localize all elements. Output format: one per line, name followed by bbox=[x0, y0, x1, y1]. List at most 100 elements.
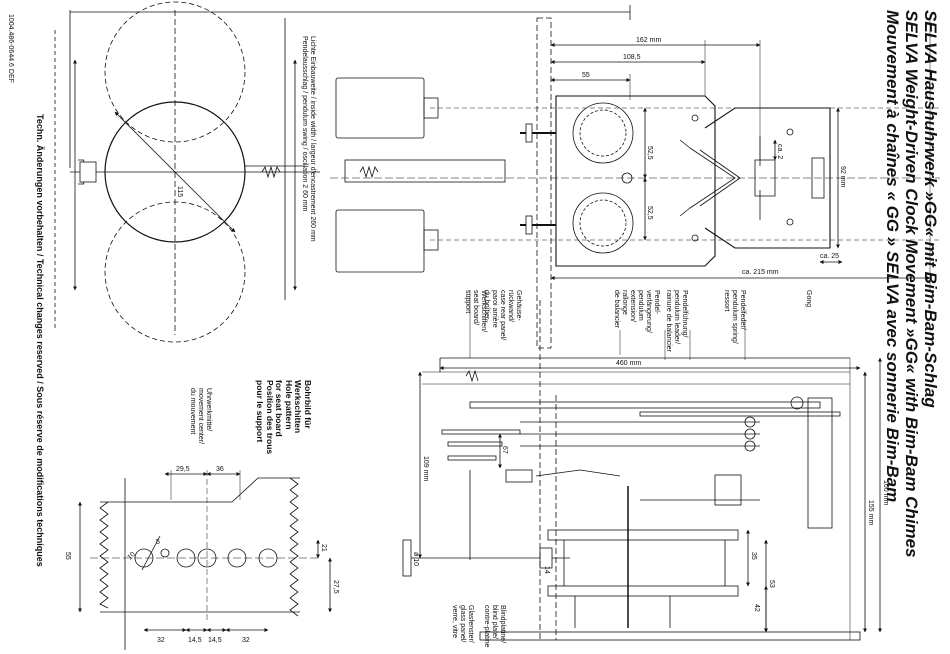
label-line: du mouvement bbox=[189, 388, 196, 435]
label-line: Position des trous bbox=[265, 380, 275, 455]
label-line: for seat board bbox=[274, 380, 285, 437]
dim-32-b: 32 bbox=[242, 637, 250, 644]
dim-460: 460 mm bbox=[616, 360, 641, 367]
label-case-rear: Gehäuse- rückwand/ case rear panel/ paro… bbox=[482, 290, 522, 340]
label-line: rainure de balancier bbox=[665, 290, 672, 352]
label-pendulum-spring: Pendelfeder/ pendulum spring/ ressort bbox=[722, 290, 746, 344]
label-line: de balancier bbox=[613, 290, 620, 329]
dim-35: 35 bbox=[750, 552, 757, 560]
label-movement-center: Uhrwerkmitte/ movement center/ du mouvem… bbox=[188, 388, 212, 444]
label-line: blind plate/ bbox=[491, 605, 498, 639]
dim-53: 53 bbox=[768, 580, 775, 588]
label-blind-plate: Blindplatine/ blind plate/ contre-platin… bbox=[482, 605, 506, 647]
label-line: Blindplatine/ bbox=[499, 605, 506, 644]
hole bbox=[227, 548, 247, 568]
dim-14-5-b: 14,5 bbox=[208, 637, 222, 644]
label-line: Uhrwerkmitte/ bbox=[205, 388, 212, 432]
footer-note: Techn. Änderungen vorbehalten / Technica… bbox=[35, 114, 45, 567]
dim-109: 109 mm bbox=[422, 456, 429, 481]
label-line: paroi arrière bbox=[491, 290, 498, 328]
dim-25: ca. 25 bbox=[820, 253, 839, 260]
dim-155: 155 mm bbox=[867, 500, 874, 525]
dim-162: 162 mm bbox=[636, 37, 661, 44]
doc-code: 1004.486-0644.6 DEF bbox=[7, 14, 14, 83]
hole bbox=[160, 548, 170, 558]
label-line: ressort bbox=[723, 290, 730, 312]
label-line: pendulum leader/ bbox=[673, 290, 680, 345]
dim-10: ø 10 bbox=[412, 552, 419, 566]
label-line: verlängerung/ bbox=[645, 290, 652, 333]
pendulum-note-2: Pendelausschlag / pendulum swing / oscil… bbox=[301, 36, 308, 212]
label-line: contre-platine bbox=[483, 605, 490, 648]
dim-36: 36 bbox=[216, 466, 224, 473]
hole bbox=[176, 548, 196, 568]
dim-215: ca. 215 mm bbox=[742, 269, 779, 276]
label-line: glass panel/ bbox=[459, 605, 466, 643]
gong bbox=[807, 397, 833, 529]
glass-panel bbox=[479, 631, 861, 641]
movement-side-view bbox=[402, 300, 882, 641]
label-line: seat board/ bbox=[472, 290, 479, 326]
label-line: Pendelführung/ bbox=[681, 290, 688, 338]
dim-108-5: 108,5 bbox=[623, 54, 641, 61]
label-line: Hole pattern bbox=[284, 380, 294, 430]
label-gong: Gong bbox=[804, 290, 812, 307]
label-line: Pendel- bbox=[653, 290, 660, 315]
label-pendulum-extension: Pendel- verlängerung/ pendulum extension… bbox=[612, 290, 660, 333]
dim-32-a: 32 bbox=[157, 637, 165, 644]
label-line: case rear panel/ bbox=[499, 290, 506, 341]
dim-27-5: 27,5 bbox=[332, 580, 339, 594]
movement-plate bbox=[555, 95, 716, 267]
hole bbox=[197, 548, 217, 568]
weight-bottom bbox=[335, 209, 425, 273]
dim-2: ca. 2 bbox=[776, 144, 783, 159]
label-line: support bbox=[464, 290, 471, 314]
dim-14-5-a: 14,5 bbox=[188, 637, 202, 644]
dim-55-h: 55 bbox=[64, 552, 71, 560]
title-line-1: SELVA Haushuhrwerk »GG« mit Bim-Bam-Schl… bbox=[921, 10, 940, 408]
dim-52-5-b: 52,5 bbox=[646, 206, 653, 220]
label-line: Pendelfeder/ bbox=[739, 290, 746, 330]
pendulum-note: Lichte Einbauweite / inside width / larg… bbox=[300, 36, 316, 242]
title-line-2: SELVA Weight-Driven Clock Movement »GG« … bbox=[902, 10, 921, 558]
label-line: Werkschitten bbox=[293, 380, 304, 434]
pendulum-view bbox=[54, 1, 320, 343]
pendulum-swing-arc-top bbox=[104, 1, 246, 143]
pendulum-note-1: Lichte Einbauweite / inside width / larg… bbox=[309, 36, 316, 242]
dim-160: 160 mm bbox=[882, 480, 889, 505]
blind-plate bbox=[547, 529, 739, 541]
dim-92: 92 mm bbox=[839, 166, 846, 188]
label-glass-panel: Glasfenster/ glass panel/ verre, vitre bbox=[450, 605, 474, 643]
dim-21: 21 bbox=[320, 544, 327, 552]
label-line: extension/ bbox=[629, 290, 636, 322]
dim-115: 115 bbox=[176, 186, 183, 197]
label-line: verre, vitre bbox=[451, 605, 458, 639]
title-line-3: Mouvement à chaînes « GG » SELVA avec so… bbox=[883, 10, 902, 503]
label-line: pendulum bbox=[637, 290, 644, 321]
label-line: Gong bbox=[805, 290, 812, 308]
label-line: du boîtier bbox=[483, 290, 490, 320]
hole-pattern-view bbox=[78, 470, 332, 650]
dim-52-5-a: 52,5 bbox=[646, 146, 653, 160]
title-block: SELVA Haushuhrwerk »GG« mit Bim-Bam-Schl… bbox=[883, 10, 940, 558]
dim-5-h: 5 bbox=[156, 539, 160, 546]
label-line: rückwand/ bbox=[507, 290, 514, 322]
dim-42: 42 bbox=[753, 604, 760, 612]
weight-top bbox=[335, 77, 425, 139]
seat-board bbox=[536, 17, 552, 349]
dim-14: 14 bbox=[543, 566, 550, 574]
label-line: rallonge bbox=[621, 290, 628, 315]
dim-29-5: 29,5 bbox=[176, 466, 190, 473]
dim-10-h: 10 bbox=[126, 551, 137, 562]
label-line: movement center/ bbox=[197, 388, 204, 445]
hole bbox=[258, 548, 278, 568]
dim-67: 67 bbox=[501, 446, 508, 454]
movement-top-view bbox=[69, 5, 940, 349]
label-line: Gehäuse- bbox=[515, 290, 522, 321]
label-line: pendulum spring/ bbox=[731, 290, 738, 344]
label-line: pour le support bbox=[255, 380, 266, 443]
label-pendulum-leader: Pendelführung/ pendulum leader/ rainure … bbox=[664, 290, 688, 352]
label-line: Bohrbild für bbox=[303, 380, 313, 429]
label-hole-pattern: Bohrbild für Werkschitten Hole pattern f… bbox=[255, 380, 314, 455]
